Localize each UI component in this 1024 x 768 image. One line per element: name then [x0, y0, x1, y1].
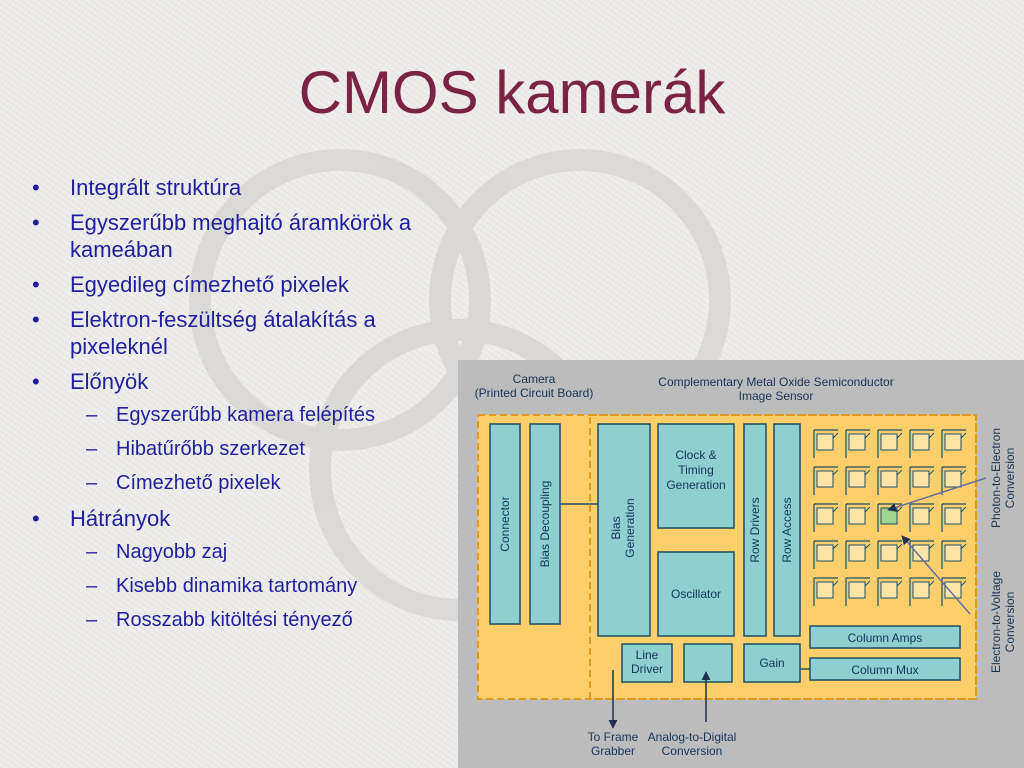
- clock-timing-block: [657, 423, 735, 529]
- oscillator-block: [657, 551, 735, 637]
- electron-to-voltage-label: Electron-to-VoltageConversion: [989, 571, 1017, 673]
- sub-bullet-item: Egyszerűbb kamera felépítés: [32, 403, 462, 428]
- pixel-cell: [813, 577, 839, 606]
- pixel-cell: [877, 577, 903, 606]
- adc-block: [683, 643, 733, 683]
- arrow-electron: [901, 535, 971, 615]
- sub-bullet-item: Rosszabb kitöltési tényező: [32, 608, 462, 633]
- gain-block: [743, 643, 801, 683]
- row-drivers-block: [743, 423, 767, 637]
- connector-label: Connector: [498, 496, 512, 551]
- bias-decoupling-block: [529, 423, 561, 625]
- bullet-item: Elektron-feszültség átalakítás a pixelek…: [32, 306, 462, 360]
- pixel-cell: [909, 503, 935, 532]
- pixel-cell: [909, 577, 935, 606]
- pixel-cell: [813, 503, 839, 532]
- bullet-item: Egyedileg címezhető pixelek: [32, 271, 462, 298]
- pixel-cell: [909, 540, 935, 569]
- pixel-cell: [877, 466, 903, 495]
- pixel-cell: [909, 466, 935, 495]
- pixel-cell: [941, 503, 967, 532]
- bias-generation-block: [597, 423, 651, 637]
- pixel-cell: [877, 540, 903, 569]
- pixel-cell: [845, 577, 871, 606]
- camera-label: Camera(Printed Circuit Board): [475, 372, 594, 400]
- gain-label: Gain: [759, 656, 784, 670]
- pixel-cell: [941, 466, 967, 495]
- bias-decoupling-label: Bias Decoupling: [538, 481, 552, 568]
- row-drivers-label: Row Drivers: [748, 497, 762, 562]
- oscillator-label: Oscillator: [671, 587, 721, 601]
- bullet-item: Egyszerűbb meghajtó áramkörök a kameában: [32, 209, 462, 263]
- bullet-item: Integrált struktúra: [32, 174, 462, 201]
- cmos-camera-diagram: Camera(Printed Circuit Board) Complement…: [458, 360, 1024, 768]
- arrow-photon: [887, 477, 987, 512]
- sub-bullet-item: Nagyobb zaj: [32, 540, 462, 565]
- column-amps-block: [809, 625, 961, 649]
- pixel-cell: [909, 429, 935, 458]
- bullet-item: Hátrányok: [32, 505, 462, 532]
- line-driver-block: [621, 643, 673, 683]
- column-amps-label: Column Amps: [848, 631, 923, 645]
- sub-bullet-item: Kisebb dinamika tartomány: [32, 574, 462, 599]
- column-mux-label: Column Mux: [851, 663, 918, 677]
- row-access-block: [773, 423, 801, 637]
- pixel-cell: [941, 577, 967, 606]
- image-sensor-chip: [589, 414, 977, 700]
- pixel-array: [813, 429, 967, 606]
- pixel-cell: [877, 429, 903, 458]
- row-access-label: Row Access: [780, 497, 794, 562]
- sub-bullet-item: Címezhető pixelek: [32, 471, 462, 496]
- bias-generation-label: BiasGeneration: [609, 498, 637, 557]
- pixel-cell: [941, 429, 967, 458]
- photon-to-electron-label: Photon-to-ElectronConversion: [989, 428, 1017, 528]
- bullet-item: Előnyök: [32, 368, 462, 395]
- pixel-cell: [813, 429, 839, 458]
- pixel-cell: [845, 429, 871, 458]
- pixel-cell: [845, 540, 871, 569]
- connector-block: [489, 423, 521, 625]
- pixel-cell: [845, 466, 871, 495]
- pixel-cell: [813, 540, 839, 569]
- bullet-list: Integrált struktúraEgyszerűbb meghajtó á…: [32, 174, 462, 642]
- pixel-cell: [813, 466, 839, 495]
- pixel-cell: [941, 540, 967, 569]
- sub-bullet-item: Hibatűrőbb szerkezet: [32, 437, 462, 462]
- pixel-cell: [845, 503, 871, 532]
- slide-title: CMOS kamerák: [298, 59, 726, 126]
